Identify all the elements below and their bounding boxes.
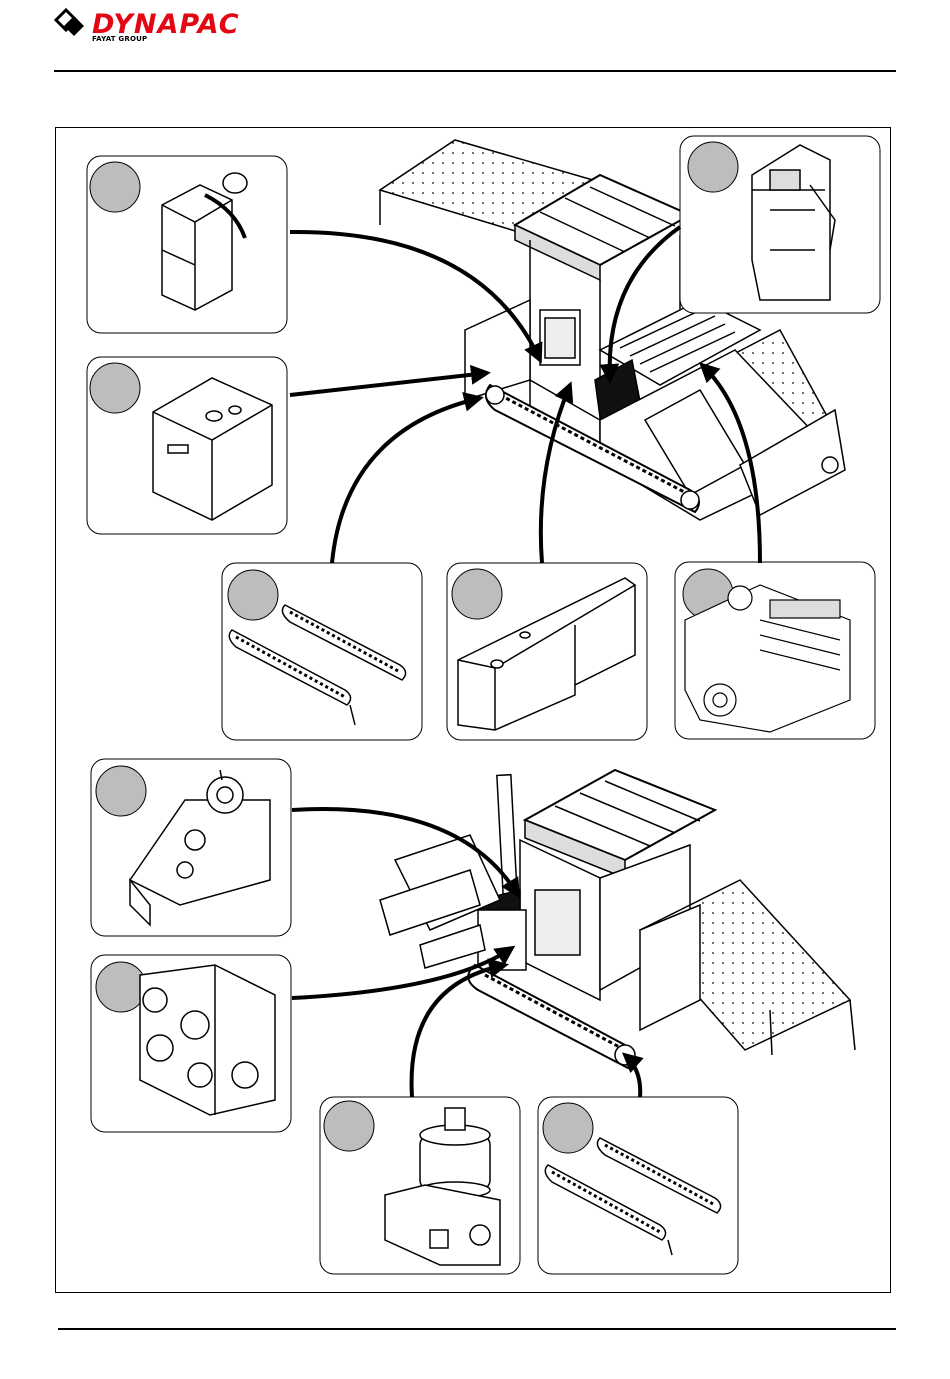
arrow-track-chain-left — [332, 398, 480, 563]
callout-marker-track-chain-left — [228, 570, 278, 620]
footer-rule — [58, 1328, 896, 1330]
callout-marker-pump-drive — [96, 766, 146, 816]
radiator-icon — [752, 145, 835, 300]
paver-lower — [380, 770, 855, 1068]
callout-marker-gearbox — [96, 962, 146, 1012]
callout-marker-track-chain-right — [543, 1103, 593, 1153]
callout-marker-radiator — [688, 142, 738, 192]
callout-marker-hydraulic-tank — [90, 363, 140, 413]
callout-marker-fuel-can — [90, 162, 140, 212]
callout-marker-lubrication-unit — [324, 1101, 374, 1151]
callout-marker-fuel-tank — [452, 569, 502, 619]
arrow-hydraulic-tank — [290, 373, 487, 395]
